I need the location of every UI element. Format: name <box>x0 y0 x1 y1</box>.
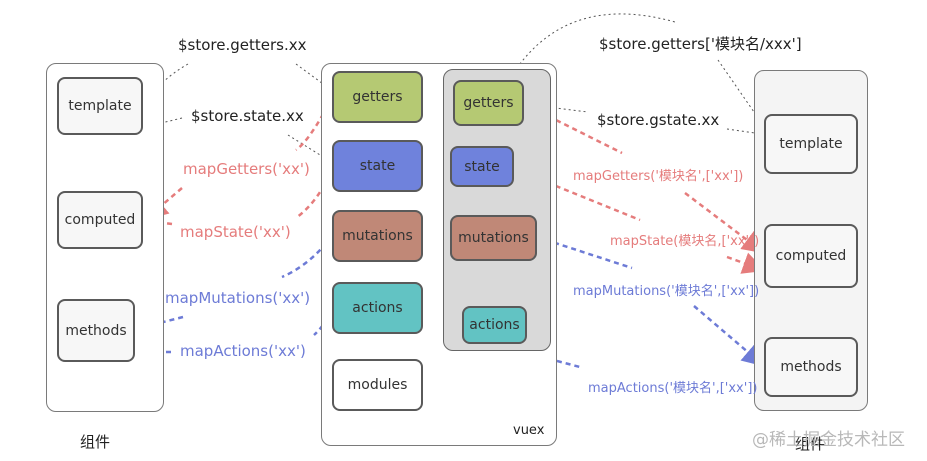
label-map-state: mapState('xx') <box>180 223 291 241</box>
label-map-mutations-module: mapMutations('模块名',['xx']) <box>573 284 760 299</box>
vuex-mutations-box[interactable]: mutations <box>332 210 423 262</box>
label-store-gstate-module: $store.gstate.xx <box>597 111 720 129</box>
line-state-to-label <box>287 134 334 164</box>
right-template-box[interactable]: template <box>764 114 858 174</box>
right-methods-box[interactable]: methods <box>764 337 858 397</box>
label-map-mutations: mapMutations('xx') <box>165 289 311 307</box>
arrow-map-mutations-right <box>536 235 763 365</box>
left-methods-box[interactable]: methods <box>57 299 135 362</box>
vuex-modules-box[interactable]: modules <box>332 359 423 411</box>
label-map-state-module: mapState(模块名,['xx']) <box>610 234 760 249</box>
module-getters-box[interactable]: getters <box>453 80 524 126</box>
watermark: @稀土掘金技术社区 <box>752 430 905 450</box>
label-store-state: $store.state.xx <box>191 107 304 125</box>
label-store-getters-module: $store.getters['模块名/xxx'] <box>599 35 802 53</box>
label-map-actions: mapActions('xx') <box>180 342 306 360</box>
arrow-map-mutations-left <box>136 235 333 329</box>
module-actions-box[interactable]: actions <box>462 306 527 344</box>
vuex-label: vuex <box>513 423 545 438</box>
vuex-getters-box[interactable]: getters <box>332 71 423 123</box>
label-store-getters: $store.getters.xx <box>178 36 307 54</box>
right-component-caption: 组件 <box>795 435 826 453</box>
vuex-state-box[interactable]: state <box>332 140 423 192</box>
label-map-getters-module: mapGetters('模块名',['xx']) <box>573 169 744 184</box>
left-computed-box[interactable]: computed <box>57 191 143 249</box>
module-state-box[interactable]: state <box>450 146 514 187</box>
label-map-actions-module: mapActions('模块名',['xx']) <box>588 381 758 396</box>
left-template-box[interactable]: template <box>57 77 143 135</box>
module-mutations-box[interactable]: mutations <box>450 215 537 261</box>
vuex-actions-box[interactable]: actions <box>332 282 423 334</box>
label-map-getters: mapGetters('xx') <box>183 160 310 178</box>
left-component-caption: 组件 <box>80 433 111 451</box>
right-computed-box[interactable]: computed <box>764 224 858 288</box>
